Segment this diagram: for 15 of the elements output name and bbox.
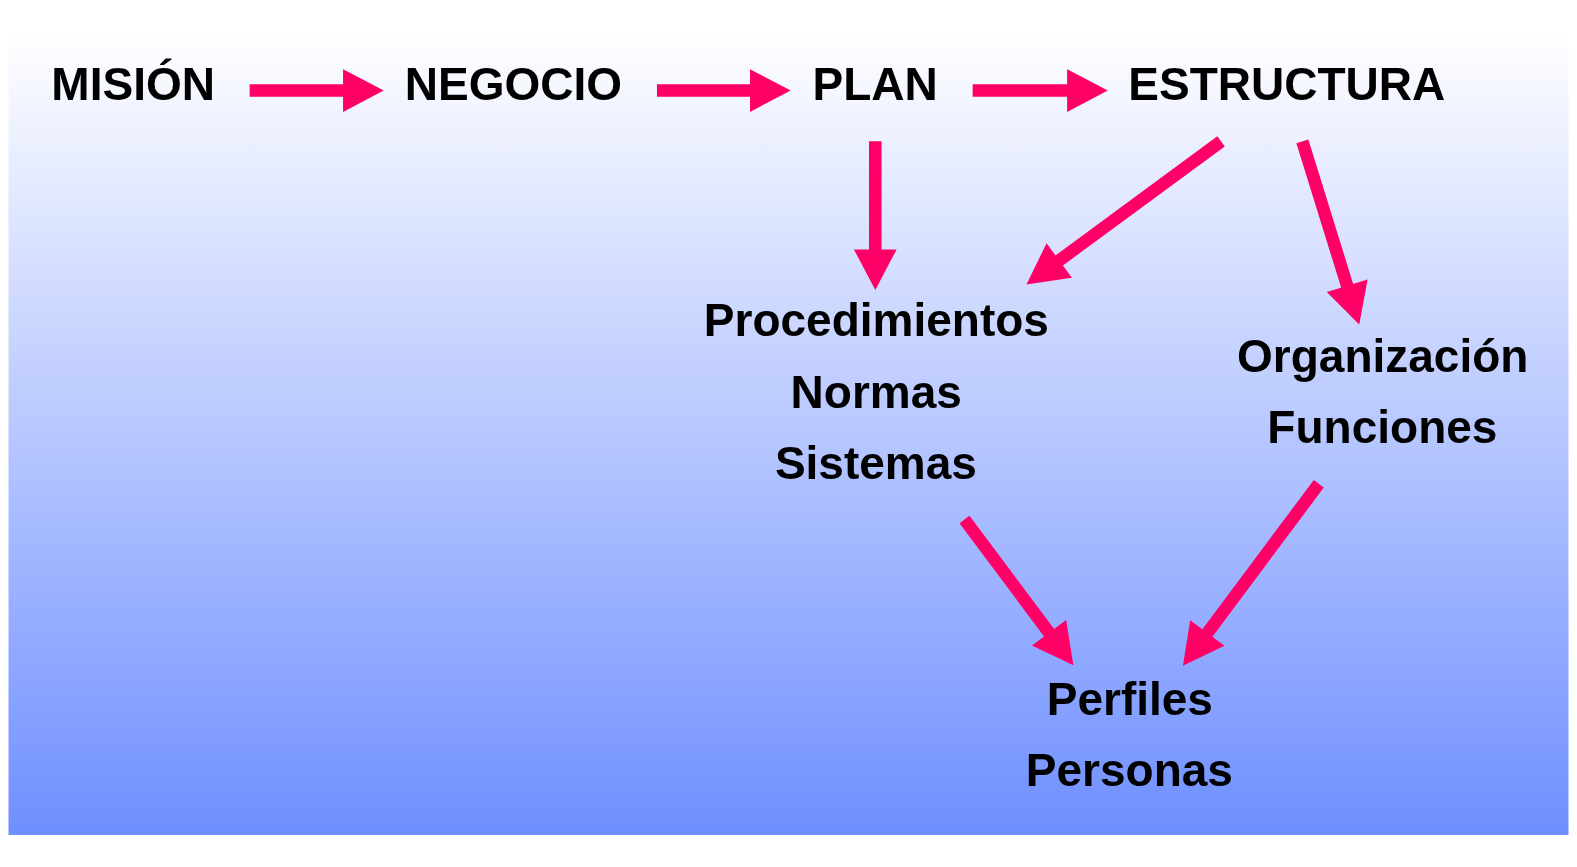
arrow xyxy=(853,141,897,291)
node-text: NEGOCIO xyxy=(404,58,623,111)
arrow xyxy=(1026,136,1225,285)
arrow xyxy=(972,69,1108,112)
node-text: PLAN xyxy=(812,58,938,111)
arrow xyxy=(249,69,384,112)
node-text: ESTRUCTURA xyxy=(1128,58,1446,111)
arrow xyxy=(1296,139,1368,325)
arrow xyxy=(1182,480,1324,666)
node-text: Organización Funciones xyxy=(1237,330,1529,454)
arrow xyxy=(656,69,791,112)
arrow xyxy=(959,515,1074,666)
node-text: MISIÓN xyxy=(51,58,215,111)
node-text: Perfiles Personas xyxy=(1025,672,1233,797)
node-text: Procedimientos Normas Sistemas xyxy=(703,294,1049,489)
